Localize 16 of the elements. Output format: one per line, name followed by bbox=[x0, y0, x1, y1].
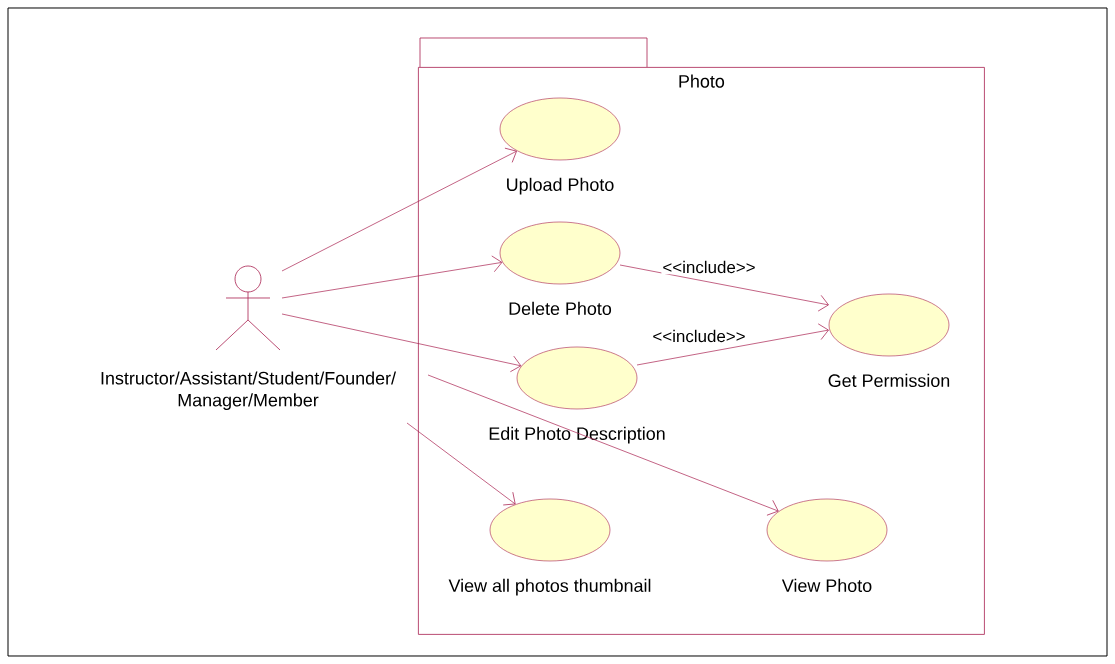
node-label: View all photos thumbnail bbox=[448, 578, 651, 596]
node-label: View Photo bbox=[781, 578, 872, 592]
node-label: Get Permission bbox=[828, 373, 950, 387]
edge-label: <<include>> bbox=[661, 259, 757, 275]
node-label: Upload Photo bbox=[507, 177, 614, 195]
arrow bbox=[427, 374, 779, 516]
edge-label: <<include>> bbox=[651, 328, 747, 344]
arrow bbox=[281, 255, 503, 299]
arrow bbox=[281, 147, 517, 272]
arrow bbox=[619, 264, 829, 312]
node-label: Delete Photo bbox=[509, 301, 612, 315]
actor: Instructor/Assistant/Student/Founder/ Manager/Member bbox=[101, 265, 396, 411]
arrow bbox=[406, 422, 516, 506]
node-label: Edit Photo Description bbox=[489, 426, 665, 444]
arrow bbox=[281, 313, 522, 373]
arrow bbox=[636, 323, 829, 366]
